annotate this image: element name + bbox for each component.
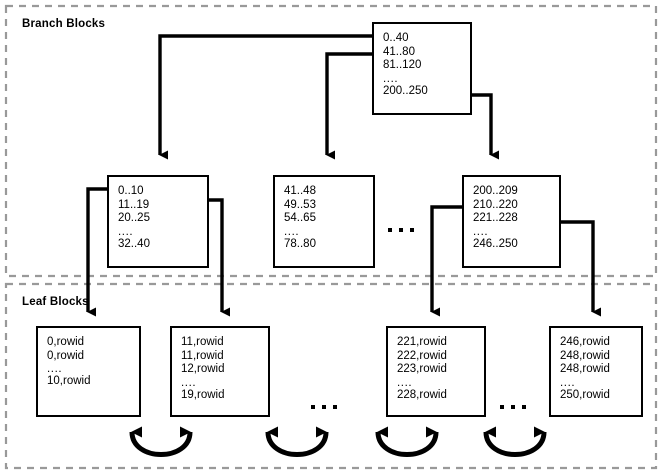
branch-2-entry-1: 49..53: [284, 198, 316, 211]
connector-branch-3-to-leaf-4: [561, 220, 601, 317]
branch-block-1[interactable]: 0..10 11..19 20..25 .... 32..40: [107, 175, 209, 268]
branch-ellipsis: [388, 228, 414, 232]
branch-1-entry-3: ....: [118, 225, 134, 238]
leaf-3-entry-1: 222,rowid: [397, 349, 447, 362]
leaf-2-entry-0: 11,rowid: [181, 336, 224, 348]
leaf-ellipsis-right-dot-3: [522, 405, 526, 409]
leaf-link-arc-1: [129, 426, 193, 457]
leaf-3-entry-4: 228,rowid: [397, 388, 447, 401]
branch-3-entry-0: 200..209: [473, 185, 518, 197]
root-block[interactable]: 0..40 41..80 81..120 .... 200..250: [372, 22, 472, 115]
branch-3-entry-2: 221..228: [473, 212, 518, 225]
leaf-block-1[interactable]: 0,rowid 0,rowid .... 10,rowid: [36, 326, 141, 417]
branch-2-entry-2: 54..65: [284, 212, 316, 225]
leaf-2-entry-3: ....: [181, 376, 197, 389]
leaf-3-entry-2: 223,rowid: [397, 363, 447, 376]
connector-root-to-branch-3: [472, 93, 499, 160]
branch-ellipsis-dot-3: [410, 228, 414, 232]
leaf-ellipsis-right-dot-2: [511, 405, 515, 409]
leaf-ellipsis-middle-dot-2: [322, 405, 326, 409]
leaf-4-entry-3: ....: [560, 376, 576, 389]
branch-3-entry-3: ....: [473, 225, 489, 238]
branch-2-entry-3: ....: [284, 225, 300, 238]
leaf-3-entry-3: ....: [397, 376, 413, 389]
branch-1-entry-2: 20..25: [118, 212, 150, 225]
leaf-block-3[interactable]: 221,rowid 222,rowid 223,rowid .... 228,r…: [386, 326, 486, 417]
leaf-4-entry-4: 250,rowid: [560, 388, 610, 401]
leaf-1-entry-0: 0,rowid: [47, 336, 85, 348]
leaf-4-entry-1: 248,rowid: [560, 349, 610, 362]
leaf-link-arc-3: [375, 426, 439, 457]
leaf-ellipsis-middle: [311, 405, 337, 409]
branch-ellipsis-dot-1: [388, 228, 392, 232]
root-entry-3: ....: [383, 72, 399, 85]
connector-root-to-branch-2: [325, 52, 372, 160]
leaf-1-entry-1: 0,rowid: [47, 349, 85, 362]
leaf-4-entry-2: 248,rowid: [560, 363, 610, 376]
leaf-1-entry-2: ....: [47, 363, 63, 376]
branch-blocks-label: Branch Blocks: [22, 18, 106, 30]
leaf-ellipsis-right: [500, 405, 526, 409]
leaf-link-arc-4: [483, 426, 547, 457]
leaf-block-2[interactable]: 11,rowid 11,rowid 12,rowid .... 19,rowid: [170, 326, 270, 417]
leaf-2-entry-4: 19,rowid: [181, 388, 225, 401]
connector-branch-1-to-leaf-1: [86, 187, 107, 317]
leaf-ellipsis-right-dot-1: [500, 405, 504, 409]
leaf-ellipsis-middle-dot-1: [311, 405, 315, 409]
branch-block-2[interactable]: 41..48 49..53 54..65 .... 78..80: [273, 175, 375, 268]
branch-region-border: [4, 4, 658, 278]
branch-2-entry-0: 41..48: [284, 185, 316, 197]
branch-1-entry-4: 32..40: [118, 237, 150, 250]
connector-branch-3-to-leaf-3: [430, 205, 462, 317]
root-entry-1: 41..80: [383, 45, 415, 58]
leaf-1-entry-3: 10,rowid: [47, 375, 91, 388]
leaf-2-entry-2: 12,rowid: [181, 363, 225, 376]
root-entry-0: 0..40: [383, 32, 409, 44]
leaf-link-arc-2: [265, 426, 329, 457]
branch-ellipsis-dot-2: [399, 228, 403, 232]
leaf-block-4[interactable]: 246,rowid 248,rowid 248,rowid .... 250,r…: [549, 326, 643, 417]
leaf-region-border: [4, 282, 658, 470]
root-entry-2: 81..120: [383, 59, 422, 72]
connector-branch-1-to-leaf-2: [209, 198, 230, 317]
connector-root-to-branch-1: [158, 34, 372, 160]
branch-3-entry-1: 210..220: [473, 198, 518, 211]
leaf-2-entry-1: 11,rowid: [181, 349, 224, 362]
branch-2-entry-4: 78..80: [284, 237, 316, 250]
leaf-blocks-label: Leaf Blocks: [22, 296, 89, 308]
branch-3-entry-4: 246..250: [473, 237, 518, 250]
leaf-ellipsis-middle-dot-3: [333, 405, 337, 409]
branch-1-entry-1: 11..19: [118, 198, 150, 211]
branch-1-entry-0: 0..10: [118, 185, 144, 197]
branch-block-3[interactable]: 200..209 210..220 221..228 .... 246..250: [462, 175, 561, 268]
leaf-4-entry-0: 246,rowid: [560, 336, 610, 348]
root-entry-4: 200..250: [383, 84, 428, 97]
leaf-3-entry-0: 221,rowid: [397, 336, 447, 348]
